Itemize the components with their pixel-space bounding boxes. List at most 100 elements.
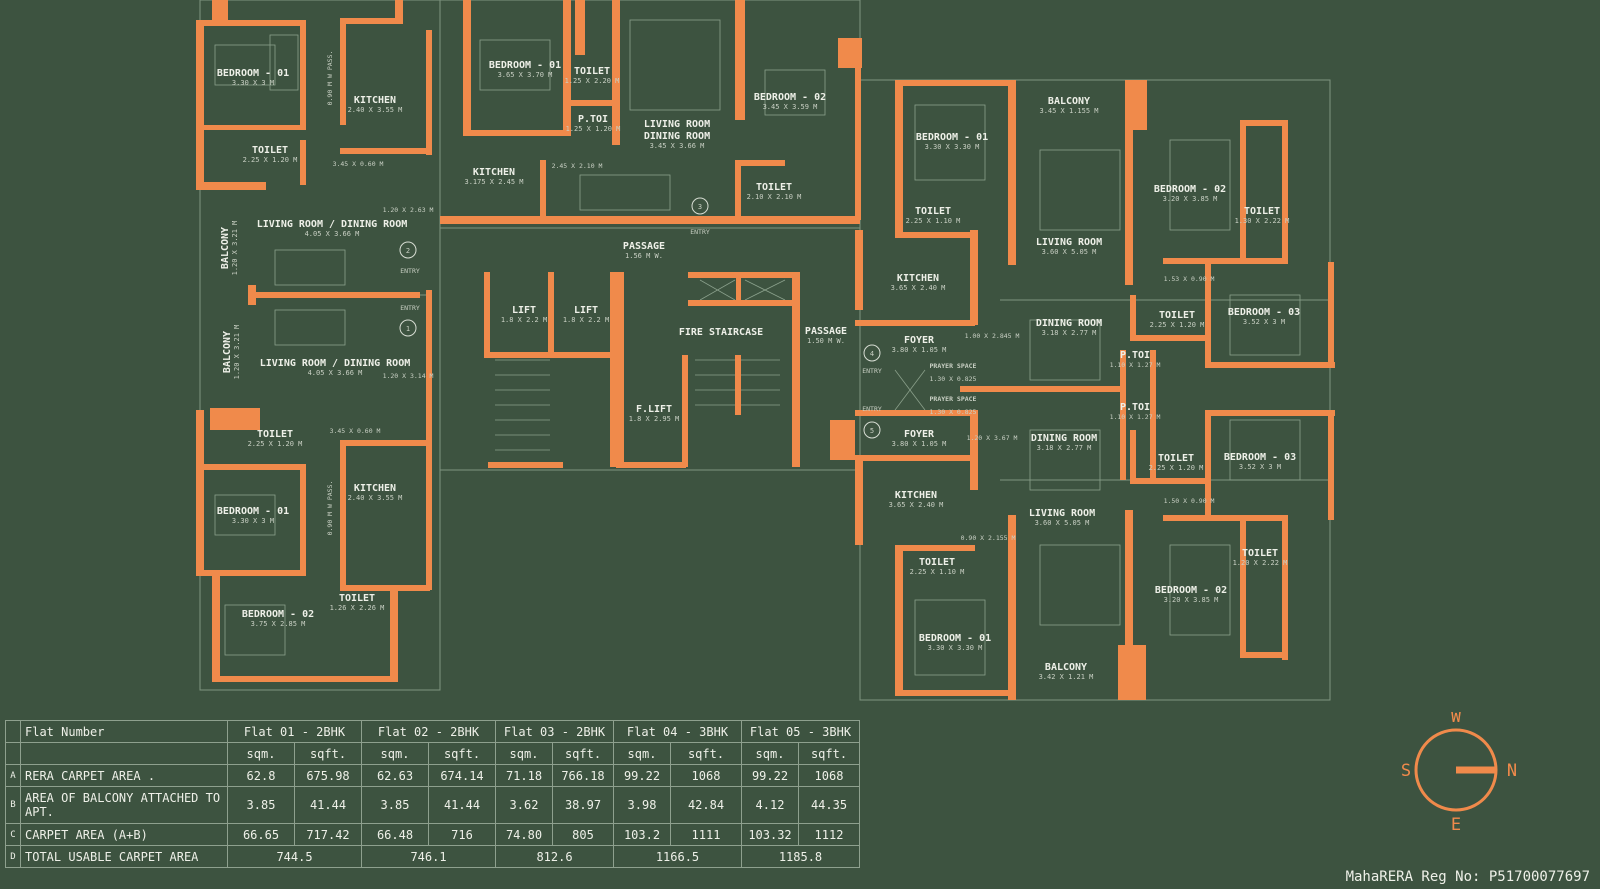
table-cell: 1068 xyxy=(670,764,742,787)
entry-label: ENTRY xyxy=(690,228,710,236)
room-dim: 3.60 X 5.05 M xyxy=(1035,519,1090,527)
table-cell: 744.5 xyxy=(227,845,362,868)
room-dim: 3.42 X 1.21 M xyxy=(1039,673,1094,681)
balcony-label: BALCONY xyxy=(220,227,231,269)
table-cell: 42.84 xyxy=(670,786,742,824)
table-row: C CARPET AREA (A+B) 66.65 717.42 66.48 7… xyxy=(5,823,860,846)
table-row: A RERA CARPET AREA . 62.8 675.98 62.63 6… xyxy=(5,764,860,787)
table-cell: 1068 xyxy=(798,764,860,787)
table-cell: 675.98 xyxy=(294,764,362,787)
table-cell: 62.8 xyxy=(227,764,295,787)
dim-note: 1.53 X 0.90 M xyxy=(1164,275,1215,283)
compass-n-label: N xyxy=(1507,761,1517,781)
balcony-dim: 1.20 X 3.21 M xyxy=(231,221,239,276)
room-name: P.TOI xyxy=(1120,402,1150,413)
floor-plan: BEDROOM - 01 3.30 X 3 M KITCHEN 2.40 X 3… xyxy=(196,0,1335,701)
room-dim: 2.25 X 1.20 M xyxy=(1150,321,1205,329)
prayer-label: PRAYER SPACE xyxy=(930,362,977,370)
room-name: TOILET xyxy=(1159,310,1195,321)
room-name: TOILET xyxy=(339,593,375,604)
table-cell: 674.14 xyxy=(428,764,496,787)
room-name: FOYER xyxy=(904,429,935,440)
flat-markers: 1 2 3 4 5 xyxy=(399,197,881,439)
prayer-dim: 1.30 X 0.825 xyxy=(930,408,977,416)
walls xyxy=(196,0,1335,700)
row-label: RERA CARPET AREA . xyxy=(20,764,228,787)
table-cell: 1166.5 xyxy=(613,845,742,868)
room-name: BEDROOM - 01 xyxy=(489,60,561,71)
entry-label: ENTRY xyxy=(862,405,882,413)
compass-s-label: S xyxy=(1401,761,1411,781)
unit-cell: sqm. xyxy=(227,742,295,765)
room-name: DINING ROOM xyxy=(1031,433,1097,444)
table-header-cell: Flat 01 - 2BHK xyxy=(227,720,362,743)
room-dim: 1.25 X 2.20 M xyxy=(565,77,620,85)
prayer-spaces: PRAYER SPACE 1.30 X 0.825 PRAYER SPACE 1… xyxy=(930,362,977,416)
compass-w-label: W xyxy=(1451,712,1462,727)
unit-cell: sqft. xyxy=(428,742,496,765)
table-cell: 41.44 xyxy=(428,786,496,824)
room-name: BEDROOM - 01 xyxy=(919,633,991,644)
table-cell: 103.2 xyxy=(613,823,671,846)
room-name: BEDROOM - 03 xyxy=(1224,452,1296,463)
dim-note: 3.45 X 0.60 M xyxy=(333,160,384,168)
room-name: P.TOI xyxy=(578,114,608,125)
table-cell: 716 xyxy=(428,823,496,846)
entry-label: ENTRY xyxy=(862,367,882,375)
unit-cell: sqft. xyxy=(670,742,742,765)
table-cell: 41.44 xyxy=(294,786,362,824)
room-dim: 1.8 X 2.2 M xyxy=(501,316,547,324)
room-name: LIVING ROOM / DINING ROOM xyxy=(257,219,408,230)
dim-note: 0.90 X 2.155 M xyxy=(961,534,1016,542)
room-dim: 3.30 X 3 M xyxy=(232,517,274,525)
room-name: BEDROOM - 03 xyxy=(1228,307,1300,318)
room-dim: 3.80 X 1.05 M xyxy=(892,440,947,448)
entry-label: ENTRY xyxy=(400,304,420,312)
row-label: CARPET AREA (A+B) xyxy=(20,823,228,846)
flat-marker: 2 xyxy=(406,247,410,255)
room-labels: BEDROOM - 01 3.30 X 3 M KITCHEN 2.40 X 3… xyxy=(217,60,1300,681)
room-dim: 3.65 X 2.40 M xyxy=(889,501,944,509)
room-name: BALCONY xyxy=(1045,662,1087,673)
room-dim: 3.20 X 3.85 M xyxy=(1164,596,1219,604)
dim-note: 1.20 X 3.67 M xyxy=(967,434,1018,442)
passage-label: 0.90 M W PASS. xyxy=(326,481,334,536)
room-name: DINING ROOM xyxy=(644,131,710,142)
room-name: LIFT xyxy=(574,305,598,316)
room-dim: 3.75 X 2.85 M xyxy=(251,620,306,628)
table-header-row: Flat Number Flat 01 - 2BHK Flat 02 - 2BH… xyxy=(5,720,860,743)
unit-cell: sqm. xyxy=(361,742,429,765)
room-dim: 1.8 X 2.95 M xyxy=(629,415,680,423)
plan-guides xyxy=(199,0,1331,701)
table-cell: 66.48 xyxy=(361,823,429,846)
balcony-dim: 1.20 X 3.21 M xyxy=(233,325,241,380)
room-name: TOILET xyxy=(1242,548,1278,559)
table-cell: 3.98 xyxy=(613,786,671,824)
room-dim: 1.56 M W. xyxy=(625,252,663,260)
row-letter: B xyxy=(5,786,21,824)
room-name: BEDROOM - 02 xyxy=(242,609,314,620)
room-dim: 1.26 X 2.26 M xyxy=(330,604,385,612)
room-dim: 1.8 X 2.2 M xyxy=(563,316,609,324)
room-name: BEDROOM - 01 xyxy=(916,132,988,143)
table-cell: 99.22 xyxy=(741,764,799,787)
table-cell: 3.85 xyxy=(227,786,295,824)
table-cell: 3.85 xyxy=(361,786,429,824)
vertical-labels: BALCONY 1.20 X 3.21 M BALCONY 1.20 X 3.2… xyxy=(220,51,334,536)
table-cell: 1112 xyxy=(798,823,860,846)
flat-marker: 1 xyxy=(406,325,410,333)
dim-note: 3.45 X 0.60 M xyxy=(330,427,381,435)
room-dim: 3.45 X 3.59 M xyxy=(763,103,818,111)
dim-note: 1.20 X 2.63 M xyxy=(383,206,434,214)
table-row: D TOTAL USABLE CARPET AREA 744.5 746.1 8… xyxy=(5,845,860,868)
unit-cell: sqm. xyxy=(741,742,799,765)
room-dim: 1.10 X 1.27 M xyxy=(1110,413,1161,421)
room-dim: 3.30 X 3.30 M xyxy=(925,143,980,151)
room-dim: 1.20 X 2.22 M xyxy=(1233,559,1288,567)
room-name: KITCHEN xyxy=(354,483,396,494)
table-cell: 4.12 xyxy=(741,786,799,824)
room-name: P.TOI xyxy=(1120,350,1150,361)
table-cell: 766.18 xyxy=(552,764,614,787)
room-name: TOILET xyxy=(915,206,951,217)
room-dim: 3.18 X 2.77 M xyxy=(1042,329,1097,337)
